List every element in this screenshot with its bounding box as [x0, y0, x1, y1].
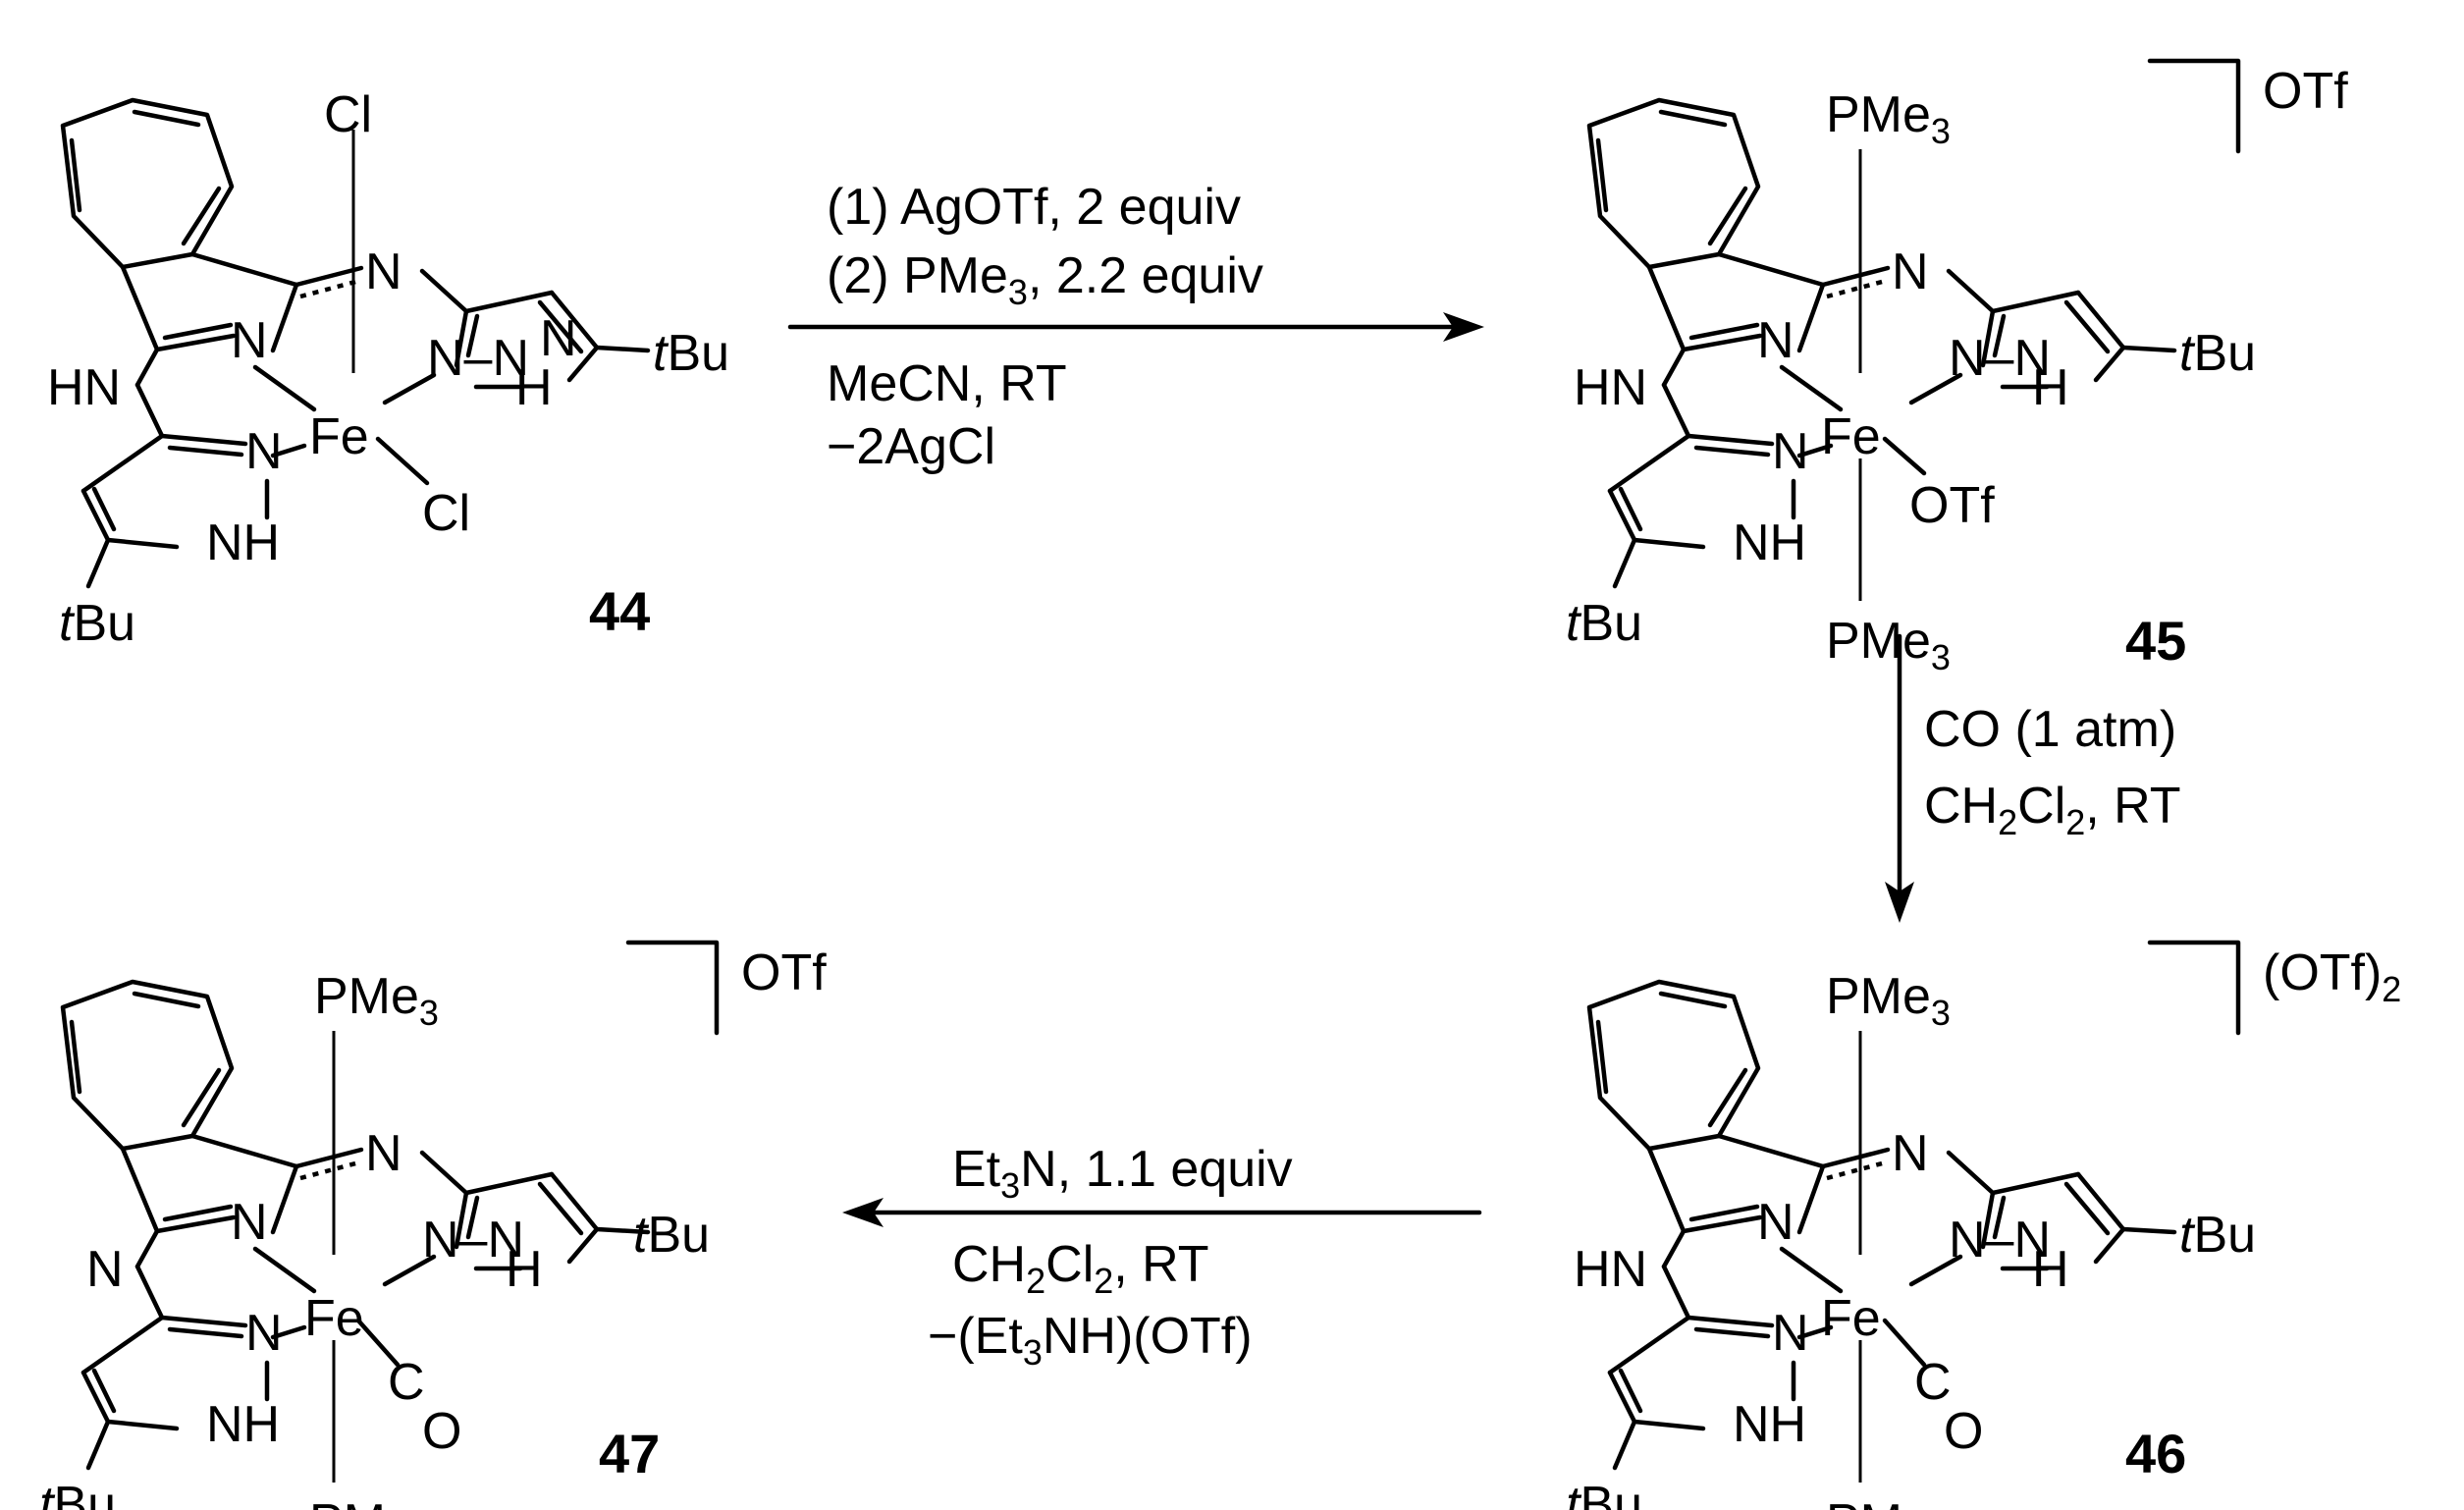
pyrazole-n: N [1772, 1305, 1809, 1362]
pyrazole-nh-right: H [2032, 359, 2069, 416]
compound-number: 44 [589, 580, 650, 642]
step3-solvent: CH2Cl2, RT [952, 1236, 1209, 1301]
axial-top-label: PMe3 [314, 968, 439, 1033]
pyrazole-n-right: N–N [427, 330, 529, 387]
compound-number: 45 [2125, 610, 2186, 672]
axial-top-label: PMe3 [1826, 86, 1951, 151]
axial-bottom-label: PMe3 [309, 1494, 434, 1510]
pyrazole-nh: NH [1733, 1396, 1806, 1453]
pyrazole-n: N [245, 423, 283, 480]
pyrazole-nh-right: H [506, 1241, 543, 1298]
pyrazole-nh: NH [206, 514, 280, 571]
exo-imine-n: N [86, 1241, 124, 1298]
charge-bracket [2147, 58, 2241, 154]
pyrazole-nh-right: H [2032, 1241, 2069, 1298]
compound-number: 46 [2125, 1423, 2186, 1484]
pyrazole-n-right: N–N [1949, 330, 2051, 387]
isoindole-n: N [231, 312, 268, 369]
metal-label: Fe [1821, 1290, 1881, 1347]
tbu-right: tBu [653, 325, 729, 382]
step1-solvent: MeCN, RT [827, 355, 1067, 412]
step1-reagent-2: (2) PMe3, 2.2 equiv [827, 247, 1263, 312]
carbonyl-c: C [1914, 1354, 1952, 1411]
charge-bracket [2147, 940, 2241, 1036]
isoindole-n: N [1757, 1194, 1794, 1251]
step1-reagent-1: (1) AgOTf, 2 equiv [827, 179, 1241, 236]
reaction-arrow-3: Et3N, 1.1 equiv CH2Cl2, RT −(Et3NH)(OTf) [842, 1141, 1482, 1373]
step3-reagent: Et3N, 1.1 equiv [952, 1141, 1293, 1206]
amine-nh: HN [1574, 1241, 1647, 1298]
carbonyl-o: O [422, 1403, 461, 1460]
carbonyl-c: C [388, 1354, 425, 1411]
pyrazole-n-right: N–N [1949, 1212, 2051, 1268]
compound-number: 47 [599, 1423, 660, 1484]
axial-top-label: PMe3 [1826, 968, 1951, 1033]
metal-label: Fe [304, 1290, 364, 1347]
reaction-arrow-2: CO (1 atm) CH2Cl2, RT [1885, 633, 2181, 923]
pyrazole-nh-right: H [515, 359, 553, 416]
nh-n: N [540, 310, 577, 367]
step2-reagent: CO (1 atm) [1924, 701, 2176, 758]
amine-nh: HN [1574, 359, 1647, 416]
tbu-left: tBu [1566, 1477, 1642, 1510]
compound-46: PMe3 N N HN N NH Fe N–N H C O PMe3 tBu t… [1566, 940, 2401, 1510]
compound-47: PMe3 N N N N NH Fe N–N H C O PMe3 tBu tB… [39, 940, 827, 1510]
axial-bottom-label: PMe3 [1826, 1494, 1951, 1510]
imine-n: N [365, 1125, 402, 1182]
pyrazole-nh: NH [1733, 514, 1806, 571]
equatorial-ligand: Cl [422, 485, 470, 542]
pyrazole-n: N [245, 1305, 283, 1362]
tbu-left: tBu [59, 595, 135, 652]
step2-solvent: CH2Cl2, RT [1924, 778, 2181, 842]
imine-n: N [1892, 243, 1929, 300]
counterion: (OTf)2 [2263, 944, 2401, 1009]
isoindole-n: N [1757, 312, 1794, 369]
step3-byproduct: −(Et3NH)(OTf) [928, 1308, 1253, 1373]
pyrazole-n-right: N–N [422, 1212, 524, 1268]
reaction-arrow-1: (1) AgOTf, 2 equiv (2) PMe3, 2.2 equiv M… [787, 179, 1484, 475]
step1-byproduct: −2AgCl [827, 418, 995, 475]
tbu-left: tBu [1566, 595, 1642, 652]
amine-nh: HN [47, 359, 121, 416]
axial-bottom-label: PMe3 [1826, 613, 1951, 677]
tbu-right: tBu [2179, 1207, 2256, 1264]
counterion: OTf [741, 944, 827, 1001]
equatorial-ligand: OTf [1909, 477, 1995, 534]
compound-44: Cl N N HN N NH Fe N–N H N Cl tBu tBu 44 [47, 86, 729, 652]
compound-45: PMe3 N N HN N NH Fe N–N H OTf PMe3 tBu t… [1566, 58, 2348, 677]
metal-label: Fe [1821, 408, 1881, 465]
charge-bracket [625, 940, 720, 1036]
pyrazole-n: N [1772, 423, 1809, 480]
isoindole-n: N [231, 1194, 268, 1251]
imine-n: N [365, 243, 402, 300]
pyrazole-nh: NH [206, 1396, 280, 1453]
tbu-right: tBu [633, 1207, 710, 1264]
tbu-left: tBu [39, 1477, 116, 1510]
carbonyl-o: O [1944, 1403, 1983, 1460]
axial-top-label: Cl [324, 86, 372, 143]
metal-label: Fe [309, 408, 369, 465]
counterion: OTf [2263, 63, 2348, 120]
tbu-right: tBu [2179, 325, 2256, 382]
imine-n: N [1892, 1125, 1929, 1182]
